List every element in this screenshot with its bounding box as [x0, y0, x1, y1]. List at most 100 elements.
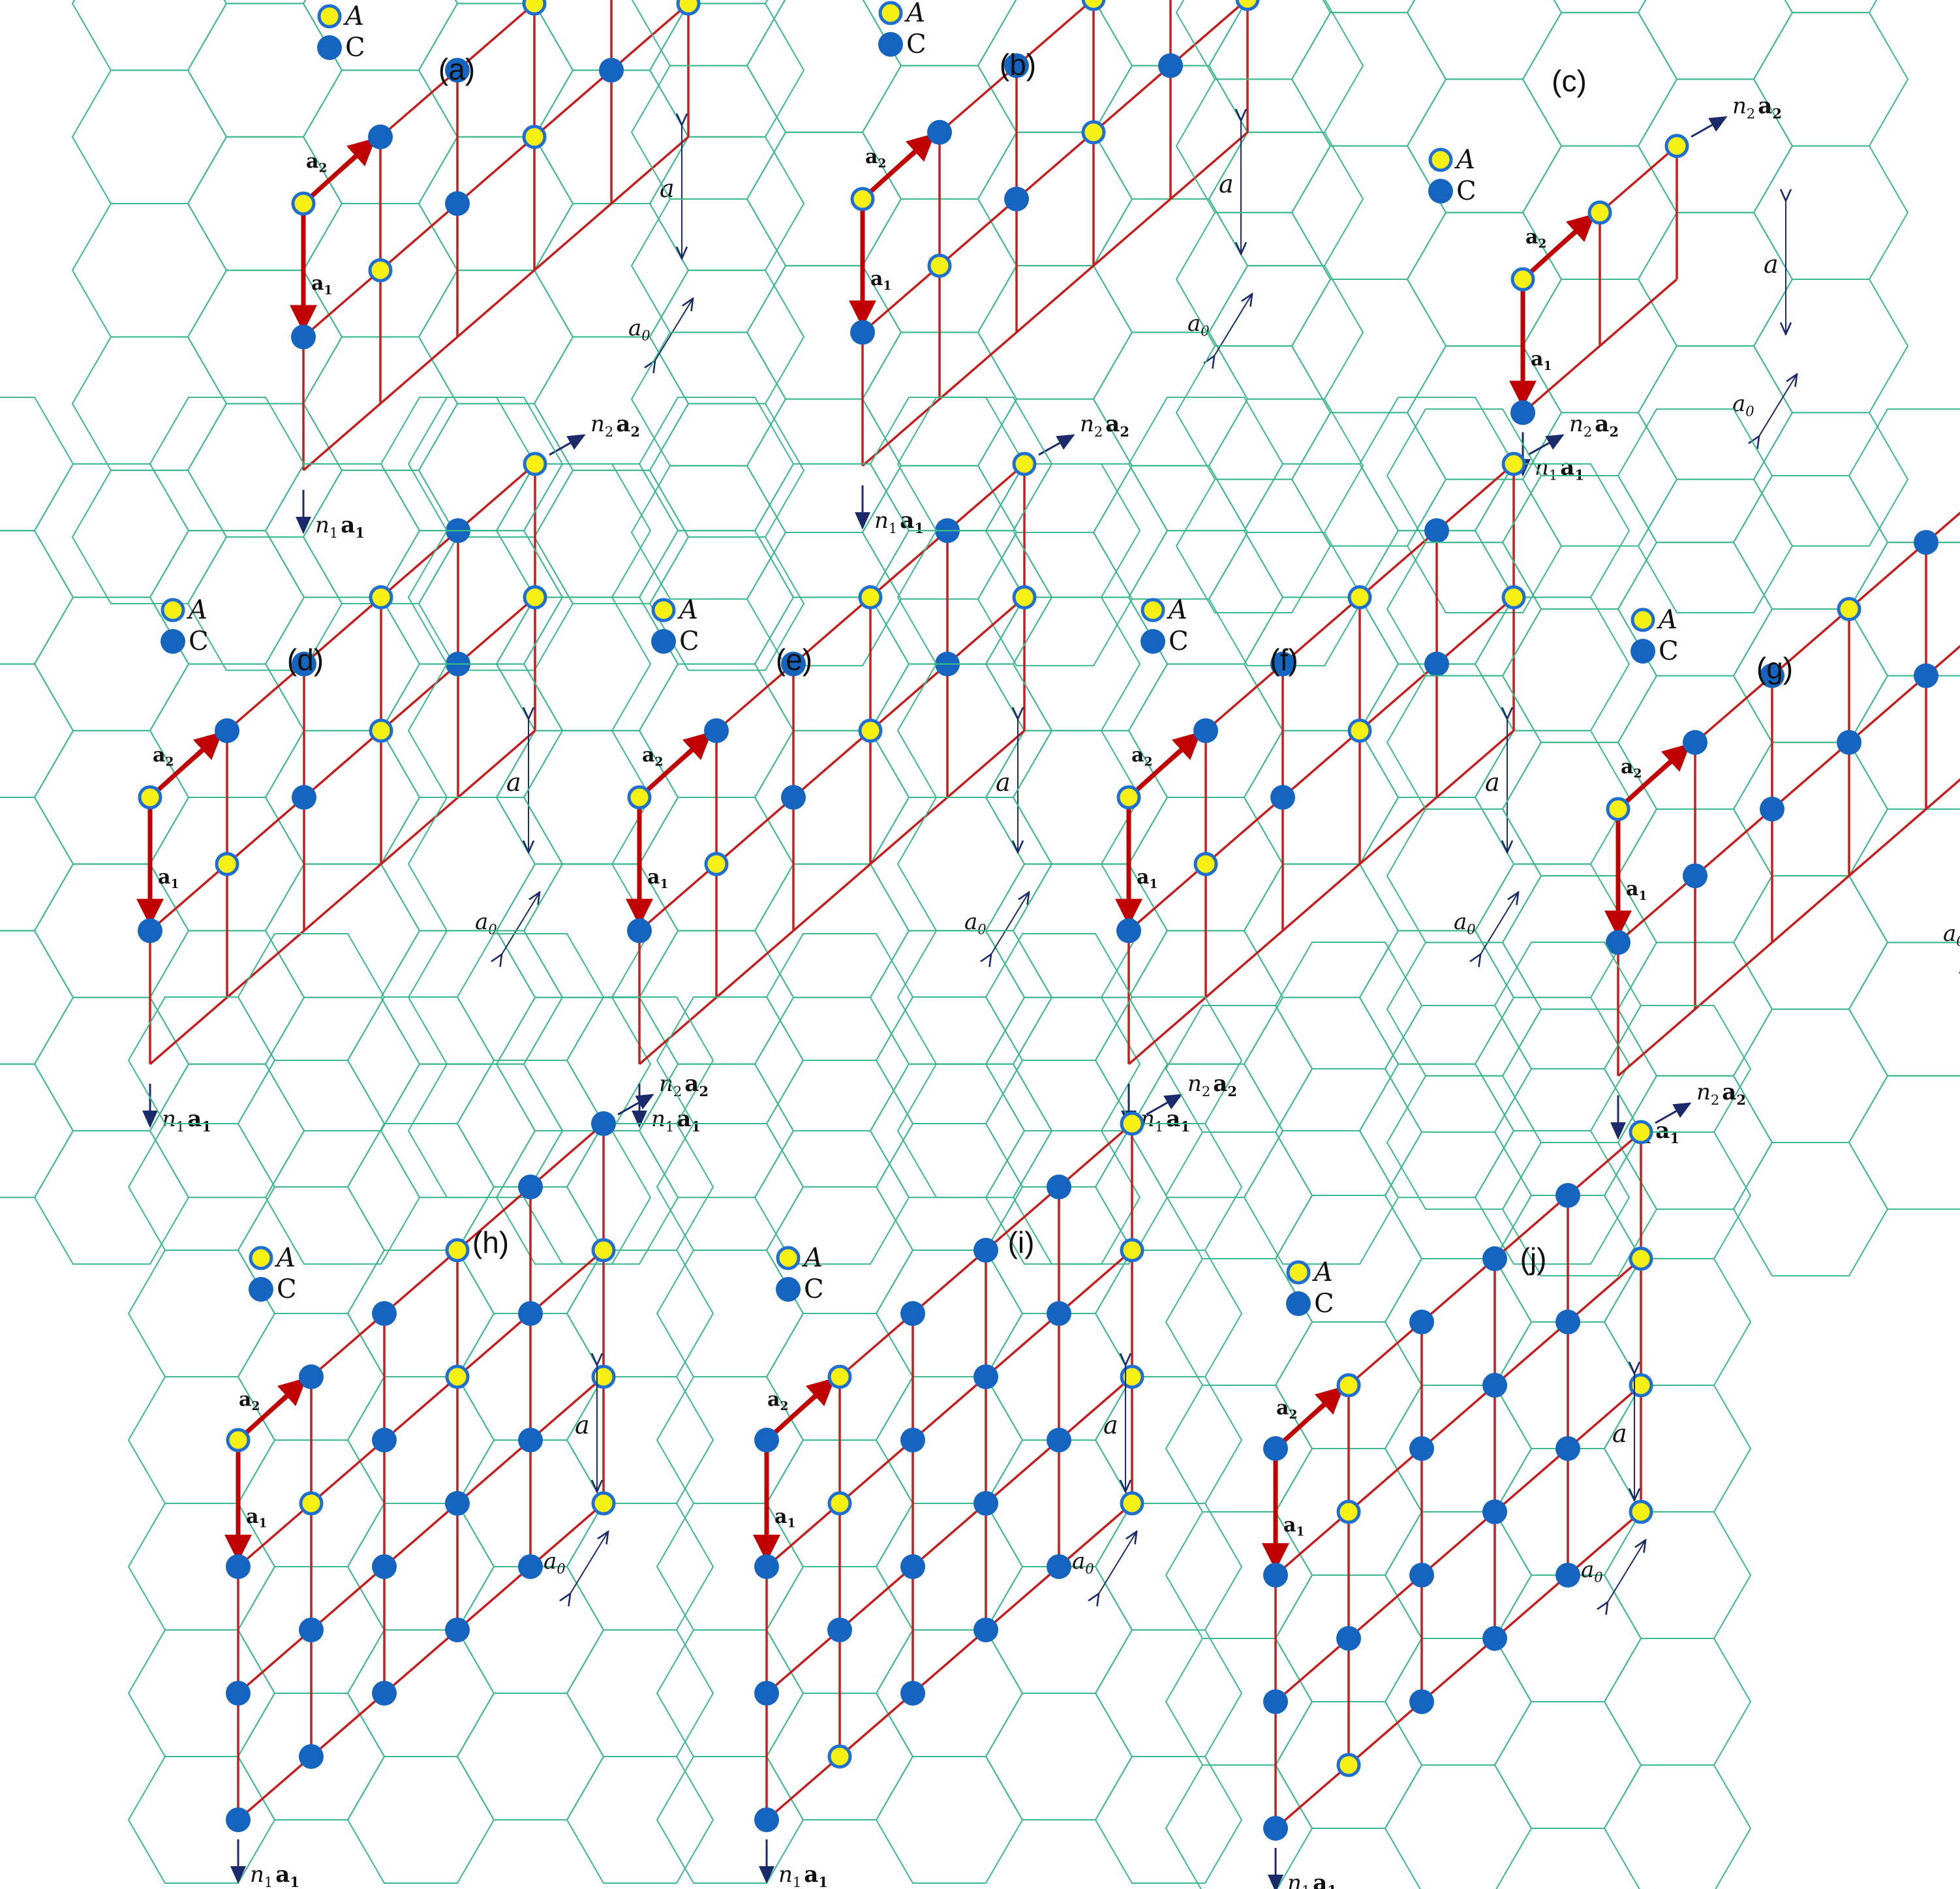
lattice-constant-label: a [1103, 1411, 1118, 1439]
hexagon-cell [1386, 408, 1542, 544]
legend-atom-c-label: C [906, 29, 926, 59]
hexagon-cell [1637, 211, 1794, 347]
hexagon-cell [1165, 1131, 1313, 1259]
atom-c [1336, 1625, 1361, 1651]
vector-a2-label: a2 [1621, 756, 1642, 781]
vector-a2 [1127, 731, 1202, 799]
atom-a [1081, 120, 1106, 145]
vector-a1-label: a1 [1626, 878, 1647, 903]
lattice-line [1274, 1384, 1642, 1703]
atom-a [827, 1364, 852, 1389]
legend-atom-c-label: C [189, 626, 209, 656]
atom-a [1510, 267, 1535, 292]
hexagon-cell [187, 136, 343, 271]
hexagon-cell [1848, 1075, 1960, 1210]
lattice-line [237, 1502, 605, 1821]
legend: AC [1141, 595, 1189, 656]
hexagon-cell [0, 663, 74, 798]
panel-label: (f) [1270, 643, 1298, 677]
hexagon-side-label: a0 [1581, 1557, 1603, 1585]
hexagon-cell [71, 203, 228, 338]
lattice-line [1127, 729, 1515, 1066]
hexagon-cell [746, 0, 902, 133]
atom-a [1336, 1753, 1361, 1777]
hexagon-cell [1243, 596, 1400, 731]
hexagon-side-dimension [1480, 893, 1518, 955]
hexagon-cell [380, 396, 536, 532]
hexagon-side-label: a0 [964, 909, 987, 937]
atom-a [1120, 1238, 1144, 1263]
atom-a [627, 785, 652, 810]
hexagon-grid [71, 0, 805, 671]
lattice-constant-label: a [996, 768, 1011, 797]
atom-a [1501, 452, 1526, 476]
hexagon-cell [127, 1250, 276, 1377]
panel-label: (d) [287, 643, 324, 677]
hexagon-cell [566, 1756, 714, 1884]
hexagon-cell [1603, 1511, 1752, 1639]
supercell-lattice [237, 1122, 605, 1821]
lattice-line [149, 596, 536, 932]
atom-c [1683, 863, 1707, 889]
atom-c [1510, 400, 1535, 425]
atom-sites [754, 1111, 1144, 1832]
atom-c [1606, 930, 1631, 955]
atom-c [973, 1490, 998, 1516]
atom-a [1606, 797, 1631, 822]
lattice-line [1127, 596, 1515, 932]
hexagon-cell [1406, 0, 1563, 80]
hexagon-cell [1094, 996, 1243, 1124]
atom-a [704, 852, 729, 876]
hexagon-side-dimension [1098, 1533, 1136, 1595]
atom-c [518, 1175, 543, 1200]
hexagon-cell [1208, 131, 1364, 267]
hexagon-cell [1553, 0, 1647, 14]
hexagon-cell [649, 3, 805, 138]
supercell-lattice [765, 1122, 1133, 1821]
hexagon-side-label: a0 [544, 1548, 566, 1576]
hexagon-cell [127, 1629, 276, 1757]
hexagon-cell [1501, 741, 1658, 877]
legend-atom-a-marker [161, 598, 185, 622]
atom-a [1837, 596, 1861, 621]
n2-arrow [1146, 1094, 1183, 1116]
legend-atom-a-label: A [1166, 595, 1187, 625]
atom-c [1158, 53, 1183, 78]
lattice-line [765, 1502, 1133, 1821]
atom-sites [1116, 452, 1526, 944]
hexagon-cell [1208, 0, 1364, 133]
atom-c [754, 1680, 779, 1706]
lattice-line [861, 0, 1248, 333]
supercell-lattice [638, 463, 1026, 1066]
atom-a [1629, 1373, 1653, 1398]
lattice-constant-label: a [660, 174, 675, 203]
hexagon-cell [1165, 1385, 1313, 1513]
hexagon-cell [977, 532, 1133, 667]
hexagon-cell [1501, 608, 1658, 743]
legend-atom-c-label: C [1456, 176, 1477, 206]
atom-c [599, 57, 624, 83]
vector-a1-label: a1 [774, 1505, 795, 1531]
legend-atom-c-marker [161, 629, 185, 654]
hexagon-cell [1603, 1638, 1752, 1766]
lattice-line [861, 131, 1249, 467]
atom-c [372, 1680, 397, 1706]
atom-c [1047, 1175, 1071, 1200]
hexagon-cell [1603, 1131, 1752, 1259]
hexagon-cell [1243, 729, 1400, 865]
hexagon-cell [1094, 1250, 1243, 1377]
hexagon-cell [1386, 1075, 1542, 1210]
atom-c [1047, 1301, 1071, 1327]
vector-a1-label: a1 [311, 272, 332, 298]
lattice-line [237, 1249, 605, 1568]
atom-c [827, 1617, 852, 1642]
atom-a [1347, 585, 1372, 609]
lattice-constant-label: a [1485, 768, 1500, 797]
panel-label: (h) [472, 1225, 509, 1259]
atom-sites [1606, 530, 1938, 955]
hexagon-side-label: a0 [1454, 909, 1476, 937]
